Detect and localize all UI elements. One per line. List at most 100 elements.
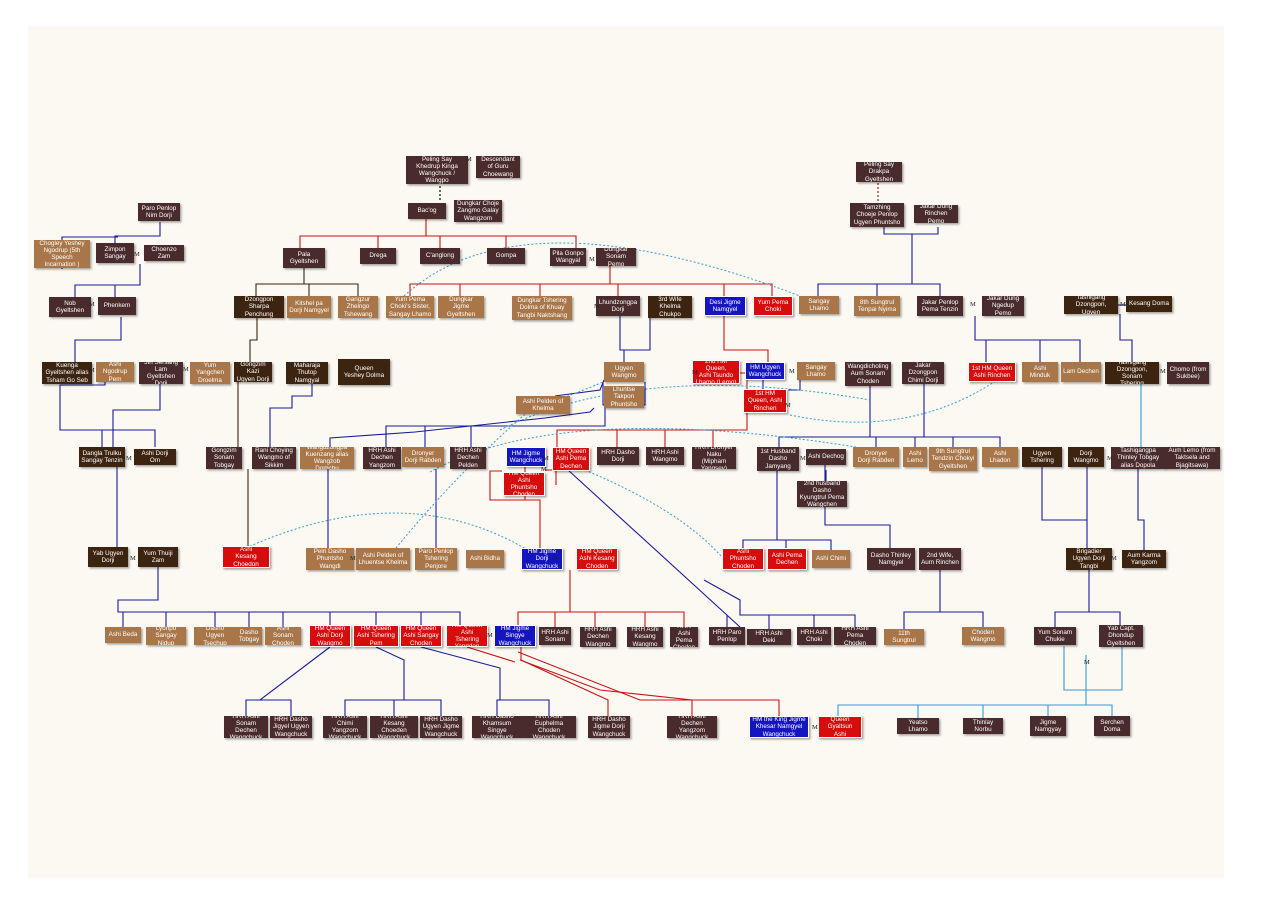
person-node-hmq-sangay: HM Queen Ashi Sangay Choden — [400, 625, 442, 647]
person-node-wangdzongpa: Wangdzongpa Kuenzang alias Wangzob Domch… — [300, 447, 354, 469]
connector-line — [703, 579, 856, 627]
person-node-sersang: 5th Sersang Lam Gyeltshen Dorji — [139, 362, 183, 384]
person-node-dungkar-tshering: Dungkar Tshering Dolma of Khuay Tangbi N… — [512, 296, 572, 320]
person-node-dangla: Dangla Trulku Sangay Tenzin — [79, 447, 125, 467]
person-node-hrh-khamsum: HRH Dasho Khamsum Singye Wangchuck — [472, 716, 522, 738]
connector-line — [299, 219, 427, 248]
connector-line — [723, 316, 769, 362]
person-node-tamzhing: Tamzhing Choeje Penlop Ugyen Phuntsho — [850, 203, 904, 227]
person-node-bacog: Bac'og — [408, 203, 446, 219]
person-node-hrh-paro-penlop: HRH Paro Penlop — [709, 627, 745, 645]
person-node-sungtrul11: 11th Sungtrul — [884, 629, 924, 645]
connector-line — [403, 242, 801, 297]
marriage-marker: M — [800, 455, 806, 462]
person-node-yum-thuiji: Yum Thuiji Zam — [138, 547, 178, 567]
connector-line — [489, 470, 525, 501]
person-node-gangzur: Gangzur Zhelngo Tshewang — [338, 296, 378, 318]
person-node-ashi-bidha: Ashi Bidha — [466, 550, 504, 568]
person-node-kesang-doma: Kesang Doma — [1126, 296, 1172, 312]
person-node-hrh-dronyer-naku: HRH Dronyer Naku (Mipham Yangsey) — [692, 447, 736, 469]
person-node-ashi-minduruk: Ashi Minduk — [1022, 362, 1058, 382]
connector-line — [1137, 469, 1145, 550]
person-node-hrh-chimi: HRH Ashi Chimi Yangzom Wangchuck — [323, 716, 367, 738]
person-node-dasho-tsechup: Dasho Ugyen Tsechup — [194, 627, 236, 645]
person-node-hrh-jigyel: HRH Dasho Jigyel Ugyen Wangchuck — [270, 716, 312, 738]
person-node-tashigangpa: Tashigangpa Thinley Tobgay alias Dopola — [1111, 447, 1165, 469]
person-node-hm-king-khesar: HM the King Jigme Khesar Namgyel Wangchu… — [749, 716, 809, 738]
person-node-yum-pema-choki: Yum Pema Choki — [753, 296, 793, 316]
person-node-yum-sonam: Yum Sonam Chukie — [1034, 627, 1076, 645]
connector-line — [789, 377, 1001, 423]
person-node-hrh-jigme-dorji: HRH Dasho Jigme Dorji Wangchuck — [588, 716, 630, 738]
connector-line — [517, 651, 780, 716]
marriage-marker: M — [552, 555, 558, 562]
person-node-maharaja: Maharaja Thutop Namgyal — [286, 362, 328, 384]
connector-line — [870, 436, 1001, 447]
connector-line — [409, 266, 611, 296]
person-node-aum-karma: Aum Karma Yangzom — [1122, 550, 1166, 568]
person-node-dungkar-choje: Dungkar Choje Zangmo Galay Wangzom — [454, 200, 502, 222]
connector-line — [570, 611, 685, 627]
connector-line — [903, 570, 941, 629]
marriage-marker: M — [130, 555, 136, 562]
person-node-yum-pema-choki-sister: Yum Pema Choki's Sister, Sangay Lhamo — [386, 296, 434, 318]
connector-line — [974, 316, 987, 362]
person-node-hmq-dorji-wangmo: HM Queen Ashi Dorji Wangmo — [309, 625, 351, 647]
connector-line — [74, 264, 141, 297]
person-node-ashi-lemo: Ashi Lemo — [903, 447, 927, 467]
connector-line — [1086, 647, 1123, 691]
person-node-husband2: 2nd husband Dasho Kyungtrul Pema Wangche… — [797, 481, 847, 507]
person-node-brigadier: Brigadier Ugyen Dorji Tangbi — [1066, 548, 1112, 570]
person-node-wife2-aum: 2nd Wife, Aum Rinchen — [919, 548, 961, 570]
marriage-marker: M — [1160, 368, 1166, 375]
person-node-dasho-thinley: Dasho Thinley Namgyel — [867, 548, 915, 570]
connector-line — [940, 611, 984, 627]
person-node-paro-tshering: Paro Penlop Tshering Penjore — [415, 548, 457, 570]
person-node-dronyer-rabden2: Dronyer Dorji Rabden — [853, 447, 899, 467]
person-node-ashi-pelden-lhuentse: Ashi Pelden of Lhuentse Khelma — [356, 548, 410, 570]
person-node-queen-yeshey: Queen Yeshey Dolma — [338, 359, 390, 385]
connector-line — [986, 339, 1041, 362]
person-node-gongzim-kazi: Gongzim Kazi Ugyen Dorji — [234, 362, 272, 382]
connector-line — [619, 316, 625, 362]
person-node-serchen: Serchen Doma — [1094, 716, 1130, 736]
connector-line — [837, 690, 1087, 716]
person-node-wangdicholing: Wangdicholing Aum Sonam Choden — [845, 362, 891, 386]
person-node-hrh-choki: HRH Ashi Choki — [797, 627, 831, 645]
person-node-hm-ugyen: HM Ugyen Wangchuck — [745, 362, 785, 380]
connector-line — [269, 384, 313, 447]
person-node-hm-queen2: 2nd HM Queen, Ashi Tsundo Lhamo (Lemo) — [692, 360, 740, 384]
person-node-tashigang-sonam: Tashigang Dzongpon, Sonam Tshering — [1105, 362, 1159, 384]
marriage-marker: M — [183, 366, 189, 373]
person-node-ashi-beda: Ashi Beda — [105, 627, 141, 643]
person-node-jakar-pema: Jakar Penlop Pema Tenzin — [917, 296, 963, 316]
person-node-sangay-lhamo1: Sangay Lhamo — [799, 296, 839, 314]
person-node-ugyen-wangmo: Ugyen Wangmo — [604, 362, 644, 382]
connector-line — [404, 699, 442, 716]
person-node-kuenga: Kuenga Gyeltshen alias Tsham Go Seb — [42, 362, 92, 384]
person-node-gongzim-sonam: Gongzim Sonam Tobgay — [206, 447, 242, 469]
person-node-hm-queen-pema-dechen: HM Queen Ashi Pema Dechen — [552, 447, 590, 471]
connector-line — [1063, 646, 1087, 691]
person-node-ashi-chimi: Ashi Chimi — [812, 550, 850, 568]
person-node-hrh-dechen-yangzom: HRH Ashi Dechen Yangzom — [363, 447, 401, 469]
person-node-jakar-dzongpon: Jakar Dzongpon Chimi Dorji — [902, 362, 944, 384]
connector-line — [420, 646, 501, 716]
marriage-marker: M — [970, 301, 976, 308]
person-node-chomo: Chomo (from Sukbee) — [1167, 362, 1209, 384]
connector-line — [499, 384, 871, 431]
marriage-marker: M — [1120, 301, 1126, 308]
person-node-hmq-tshering-yangdon: HM Queen Ashi Tshering Yangdon — [446, 625, 488, 647]
person-node-sungtrul9: 9th Sungtrul Tendzin Chokyi Gyeltshen — [929, 447, 977, 471]
connector-line — [742, 462, 778, 548]
person-node-choden-wangmo: Choden Wangmo — [962, 627, 1004, 645]
person-node-yab-dhondup: Yab Capt. Dhondup Gyeltshen — [1099, 625, 1143, 647]
person-node-ashi-lhadon: Ashi Lhadon — [982, 447, 1018, 467]
connector-line — [304, 283, 359, 296]
person-node-hrh-deki: HRH Ashi Deki — [747, 629, 791, 645]
connector-line — [466, 646, 516, 663]
connector-line — [1086, 704, 1113, 716]
person-node-hrh-euphelma: HRH Ashi Euphelma Choden Wangchuck — [522, 716, 576, 738]
person-node-dorji-wangmo1: Dorji Wangmo — [1068, 447, 1104, 467]
person-node-lyonpo: Lyonpo Sangay Nidup — [146, 627, 186, 645]
